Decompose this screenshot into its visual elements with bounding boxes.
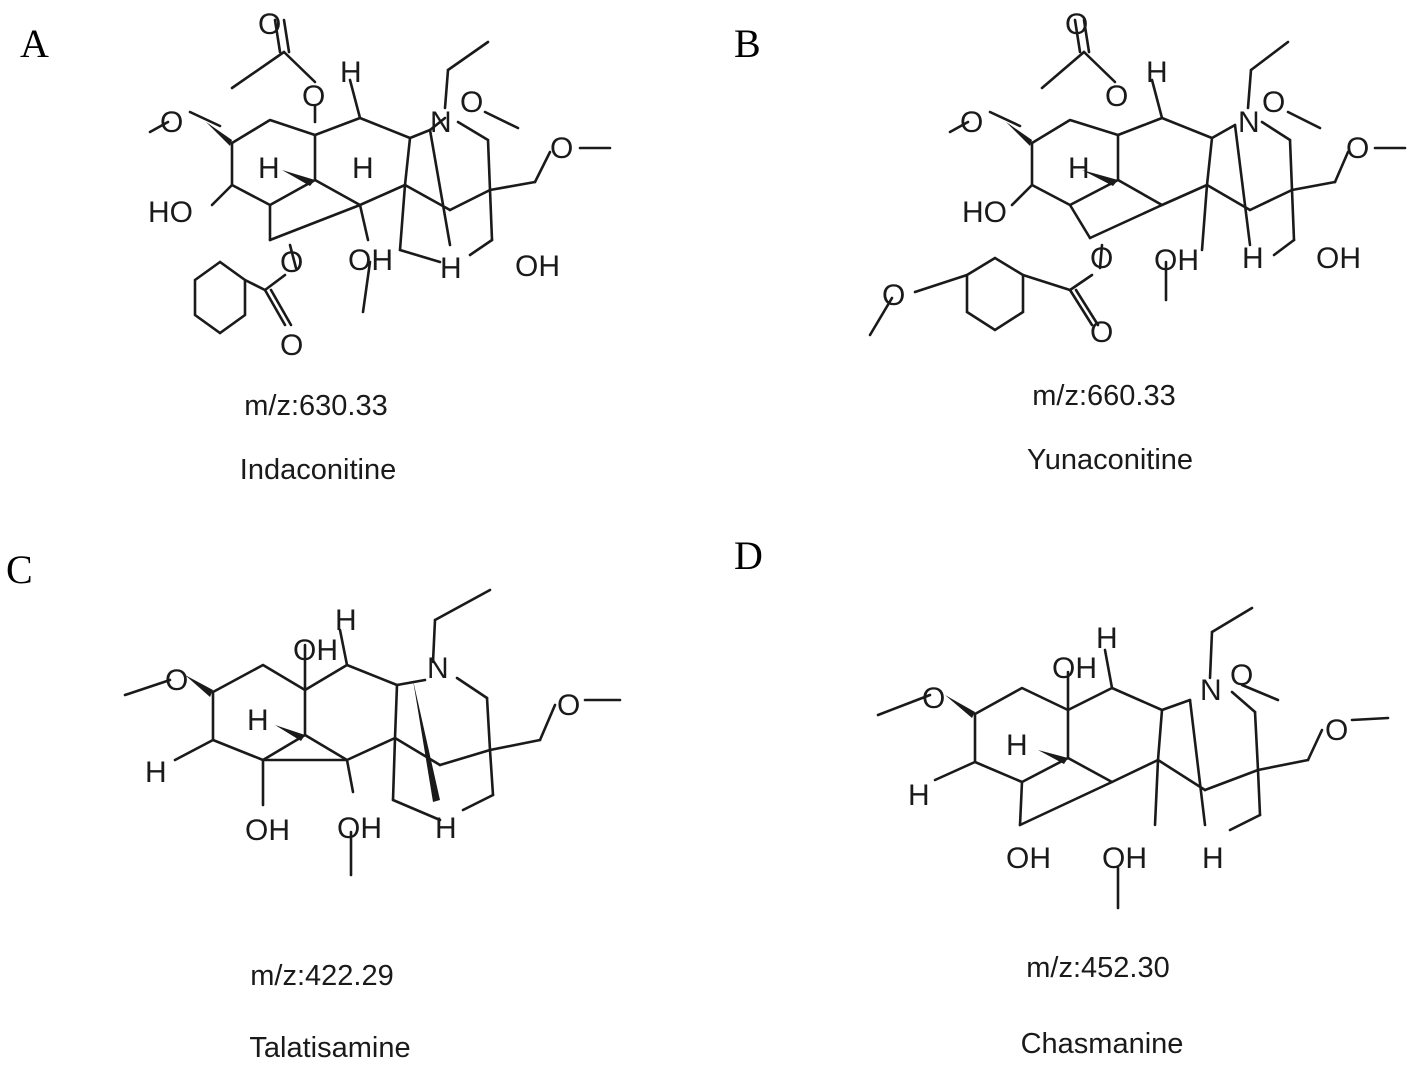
svg-text:O: O — [1325, 714, 1348, 747]
svg-text:O: O — [160, 106, 183, 139]
svg-text:O: O — [882, 279, 905, 312]
mz-value-c: m/z:422.29 — [250, 960, 394, 992]
svg-text:OH: OH — [515, 250, 560, 283]
mz-value-d: m/z:452.30 — [1026, 952, 1170, 984]
svg-text:OH: OH — [337, 812, 382, 845]
structure-chasmanine: O OH H N O O H H OH OH H — [876, 606, 1390, 910]
svg-text:O: O — [302, 80, 325, 113]
compound-name-d: Chasmanine — [1020, 1028, 1184, 1060]
panel-label-c: C — [6, 547, 33, 592]
svg-text:H: H — [1242, 242, 1264, 275]
mz-value-b: m/z:660.33 — [1032, 380, 1176, 412]
svg-text:O: O — [1346, 132, 1369, 165]
svg-text:OH: OH — [1316, 242, 1361, 275]
svg-text:O: O — [1065, 8, 1088, 41]
compound-name-a: Indaconitine — [239, 454, 397, 486]
svg-text:O: O — [280, 246, 303, 279]
svg-text:H: H — [1146, 56, 1168, 89]
svg-text:O: O — [1262, 86, 1285, 119]
svg-text:OH: OH — [1006, 842, 1051, 875]
svg-text:OH: OH — [1154, 244, 1199, 277]
svg-text:N: N — [1238, 106, 1260, 139]
svg-text:O: O — [960, 106, 983, 139]
svg-text:O: O — [460, 86, 483, 119]
svg-text:N: N — [1200, 674, 1222, 707]
panel-label-a: A — [20, 21, 49, 66]
svg-text:H: H — [258, 152, 280, 185]
svg-text:O: O — [1230, 659, 1253, 692]
svg-text:H: H — [1068, 152, 1090, 185]
svg-text:H: H — [352, 152, 374, 185]
svg-text:H: H — [1096, 622, 1118, 655]
svg-text:OH: OH — [245, 814, 290, 847]
svg-text:H: H — [1006, 729, 1028, 762]
svg-text:N: N — [430, 106, 452, 139]
svg-text:H: H — [435, 812, 457, 845]
svg-text:H: H — [340, 56, 362, 89]
svg-text:O: O — [1105, 80, 1128, 113]
svg-text:H: H — [908, 779, 930, 812]
svg-text:N: N — [427, 652, 449, 685]
svg-text:HO: HO — [148, 196, 193, 229]
svg-text:H: H — [440, 252, 462, 285]
svg-text:HO: HO — [962, 196, 1007, 229]
panel-label-b: B — [734, 21, 761, 66]
svg-text:O: O — [1090, 316, 1113, 349]
svg-text:O: O — [258, 8, 281, 41]
svg-text:H: H — [335, 604, 357, 637]
svg-text:OH: OH — [1052, 652, 1097, 685]
svg-text:O: O — [550, 132, 573, 165]
svg-text:O: O — [922, 682, 945, 715]
svg-text:H: H — [247, 704, 269, 737]
svg-text:OH: OH — [293, 634, 338, 667]
compound-name-c: Talatisamine — [249, 1032, 411, 1064]
svg-text:H: H — [1202, 842, 1224, 875]
svg-text:O: O — [165, 664, 188, 697]
compound-name-b: Yunaconitine — [1026, 444, 1194, 476]
svg-text:O: O — [1090, 242, 1113, 275]
mz-value-a: m/z:630.33 — [244, 390, 388, 422]
svg-text:OH: OH — [1102, 842, 1147, 875]
panel-label-d: D — [734, 533, 763, 578]
svg-text:H: H — [145, 756, 167, 789]
svg-text:O: O — [280, 329, 303, 362]
svg-text:O: O — [557, 689, 580, 722]
svg-text:OH: OH — [348, 244, 393, 277]
